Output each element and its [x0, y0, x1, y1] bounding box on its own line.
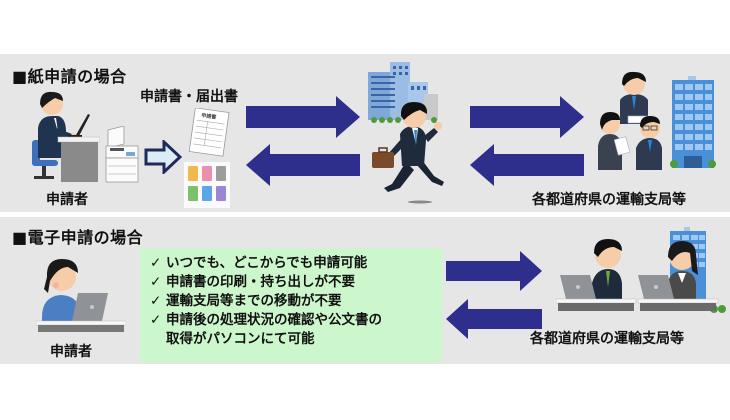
check-icon: ✓ — [150, 255, 162, 271]
electronic-office-label: 各都道府県の運輸支局等 — [530, 331, 684, 347]
electronic-application-panel: ■電子申請の場合 申請者 ✓ いつでも、どこからでも申請可能 ✓ 申請書の印刷・… — [0, 217, 730, 364]
colored-folders-icon — [184, 162, 230, 208]
paper-office-label: 各都道府県の運輸支局等 — [532, 192, 686, 208]
meeting-staff-icon — [598, 71, 662, 170]
application-form-icon: 申請書 — [188, 108, 230, 157]
check-icon: ✓ — [150, 293, 162, 309]
arrow-left-icon — [246, 144, 360, 186]
benefit-item: ✓ 申請後の処理状況の確認や公文書の 取得がパソコンにて可能 — [150, 311, 432, 349]
benefits-box: ✓ いつでも、どこからでも申請可能 ✓ 申請書の印刷・持ち出しが不要 ✓ 運輸支… — [140, 248, 442, 362]
running-businessman-icon — [372, 102, 444, 204]
electronic-applicant-label: 申請者 — [50, 344, 92, 360]
benefit-text: 申請後の処理状況の確認や公文書の 取得がパソコンにて可能 — [166, 312, 382, 347]
paper-application-panel: ■紙申請の場合 申請者 申請書・届出書 — [0, 54, 730, 212]
arrow-left-icon — [470, 144, 584, 186]
check-icon: ✓ — [150, 274, 162, 290]
outline-arrow-right-icon — [144, 140, 182, 174]
electronic-section-title: ■電子申請の場合 — [12, 228, 144, 247]
copier-icon — [105, 126, 139, 183]
check-icon: ✓ — [150, 312, 162, 328]
paper-section-title: ■紙申請の場合 — [12, 67, 127, 86]
arrow-right-icon — [470, 96, 584, 138]
arrow-right-icon — [446, 251, 542, 291]
arrow-left-icon — [446, 299, 542, 339]
benefit-text: 申請書の印刷・持ち出しが不要 — [166, 274, 355, 290]
form-header: 申請書 — [201, 112, 217, 121]
buildings-icon — [368, 62, 438, 123]
documents-label: 申請書・届出書 — [140, 89, 238, 105]
benefit-item: ✓ 運輸支局等までの移動が不要 — [150, 292, 432, 311]
woman-with-laptop-icon — [36, 259, 126, 332]
paper-applicant-label: 申請者 — [46, 192, 88, 208]
office-worker-at-desk-icon — [32, 91, 100, 182]
benefit-item: ✓ いつでも、どこからでも申請可能 — [150, 254, 432, 273]
benefit-text: 運輸支局等までの移動が不要 — [166, 293, 342, 309]
benefit-text: いつでも、どこからでも申請可能 — [166, 255, 368, 271]
benefit-item: ✓ 申請書の印刷・持ち出しが不要 — [150, 273, 432, 292]
staff-with-laptops-icon — [556, 227, 726, 313]
arrow-right-icon — [246, 96, 360, 138]
office-building-icon — [670, 76, 716, 168]
